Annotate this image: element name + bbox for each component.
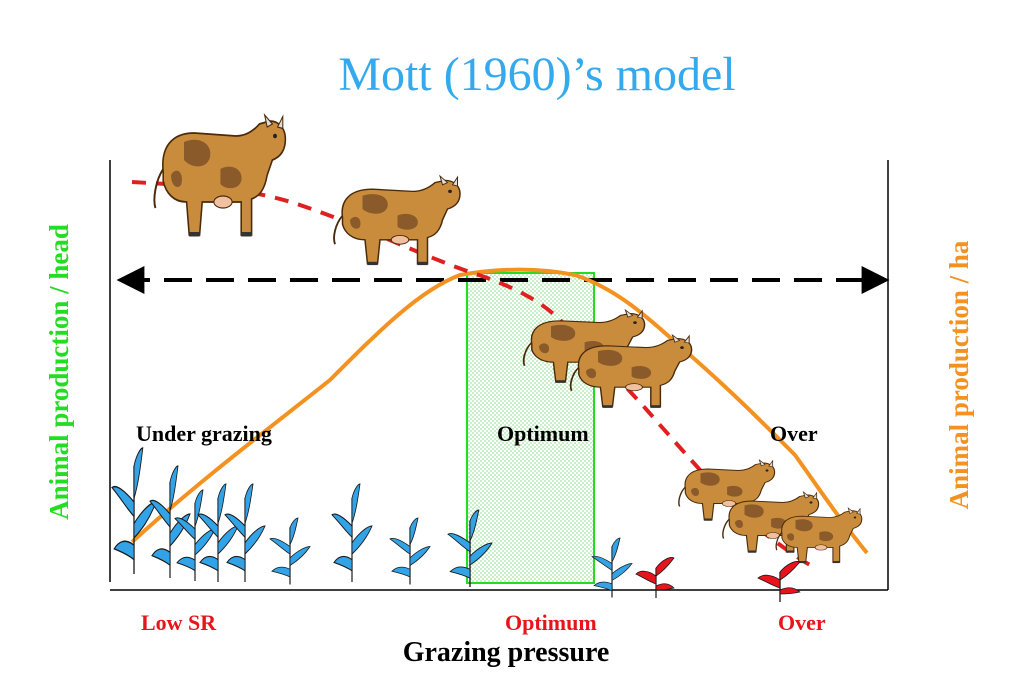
- zone-label-under-grazing: Under grazing: [136, 421, 272, 446]
- grass-plant-icon: [389, 517, 431, 586]
- cow-icon: [153, 113, 287, 238]
- grass-plant-icon: [331, 483, 373, 583]
- production-per-ha-curve: [130, 267, 869, 555]
- grass-plant-icon: [110, 446, 158, 576]
- grazed-plant-icon: [757, 560, 801, 603]
- sr-label-low: Low SR: [141, 610, 217, 635]
- sr-label-optimum: Optimum: [505, 610, 597, 635]
- zone-label-over: Over: [770, 421, 818, 446]
- grass-plant-icon: [269, 517, 311, 586]
- grazed-plant-icon: [635, 556, 675, 599]
- x-axis-label: Grazing pressure: [403, 637, 610, 668]
- grass-plant-icon: [591, 537, 633, 599]
- sr-label-over: Over: [778, 610, 826, 635]
- grass-plant-icon: [197, 483, 239, 583]
- diagram-title: Mott (1960)’s model: [338, 48, 735, 101]
- left-axis-label: Animal production / head: [44, 224, 74, 520]
- cow-icon: [333, 175, 461, 267]
- right-axis-label: Animal production / ha: [944, 240, 974, 509]
- grass-plant-icon: [174, 489, 216, 582]
- zone-label-optimum: Optimum: [497, 421, 589, 446]
- production-per-head-curve: [131, 180, 813, 568]
